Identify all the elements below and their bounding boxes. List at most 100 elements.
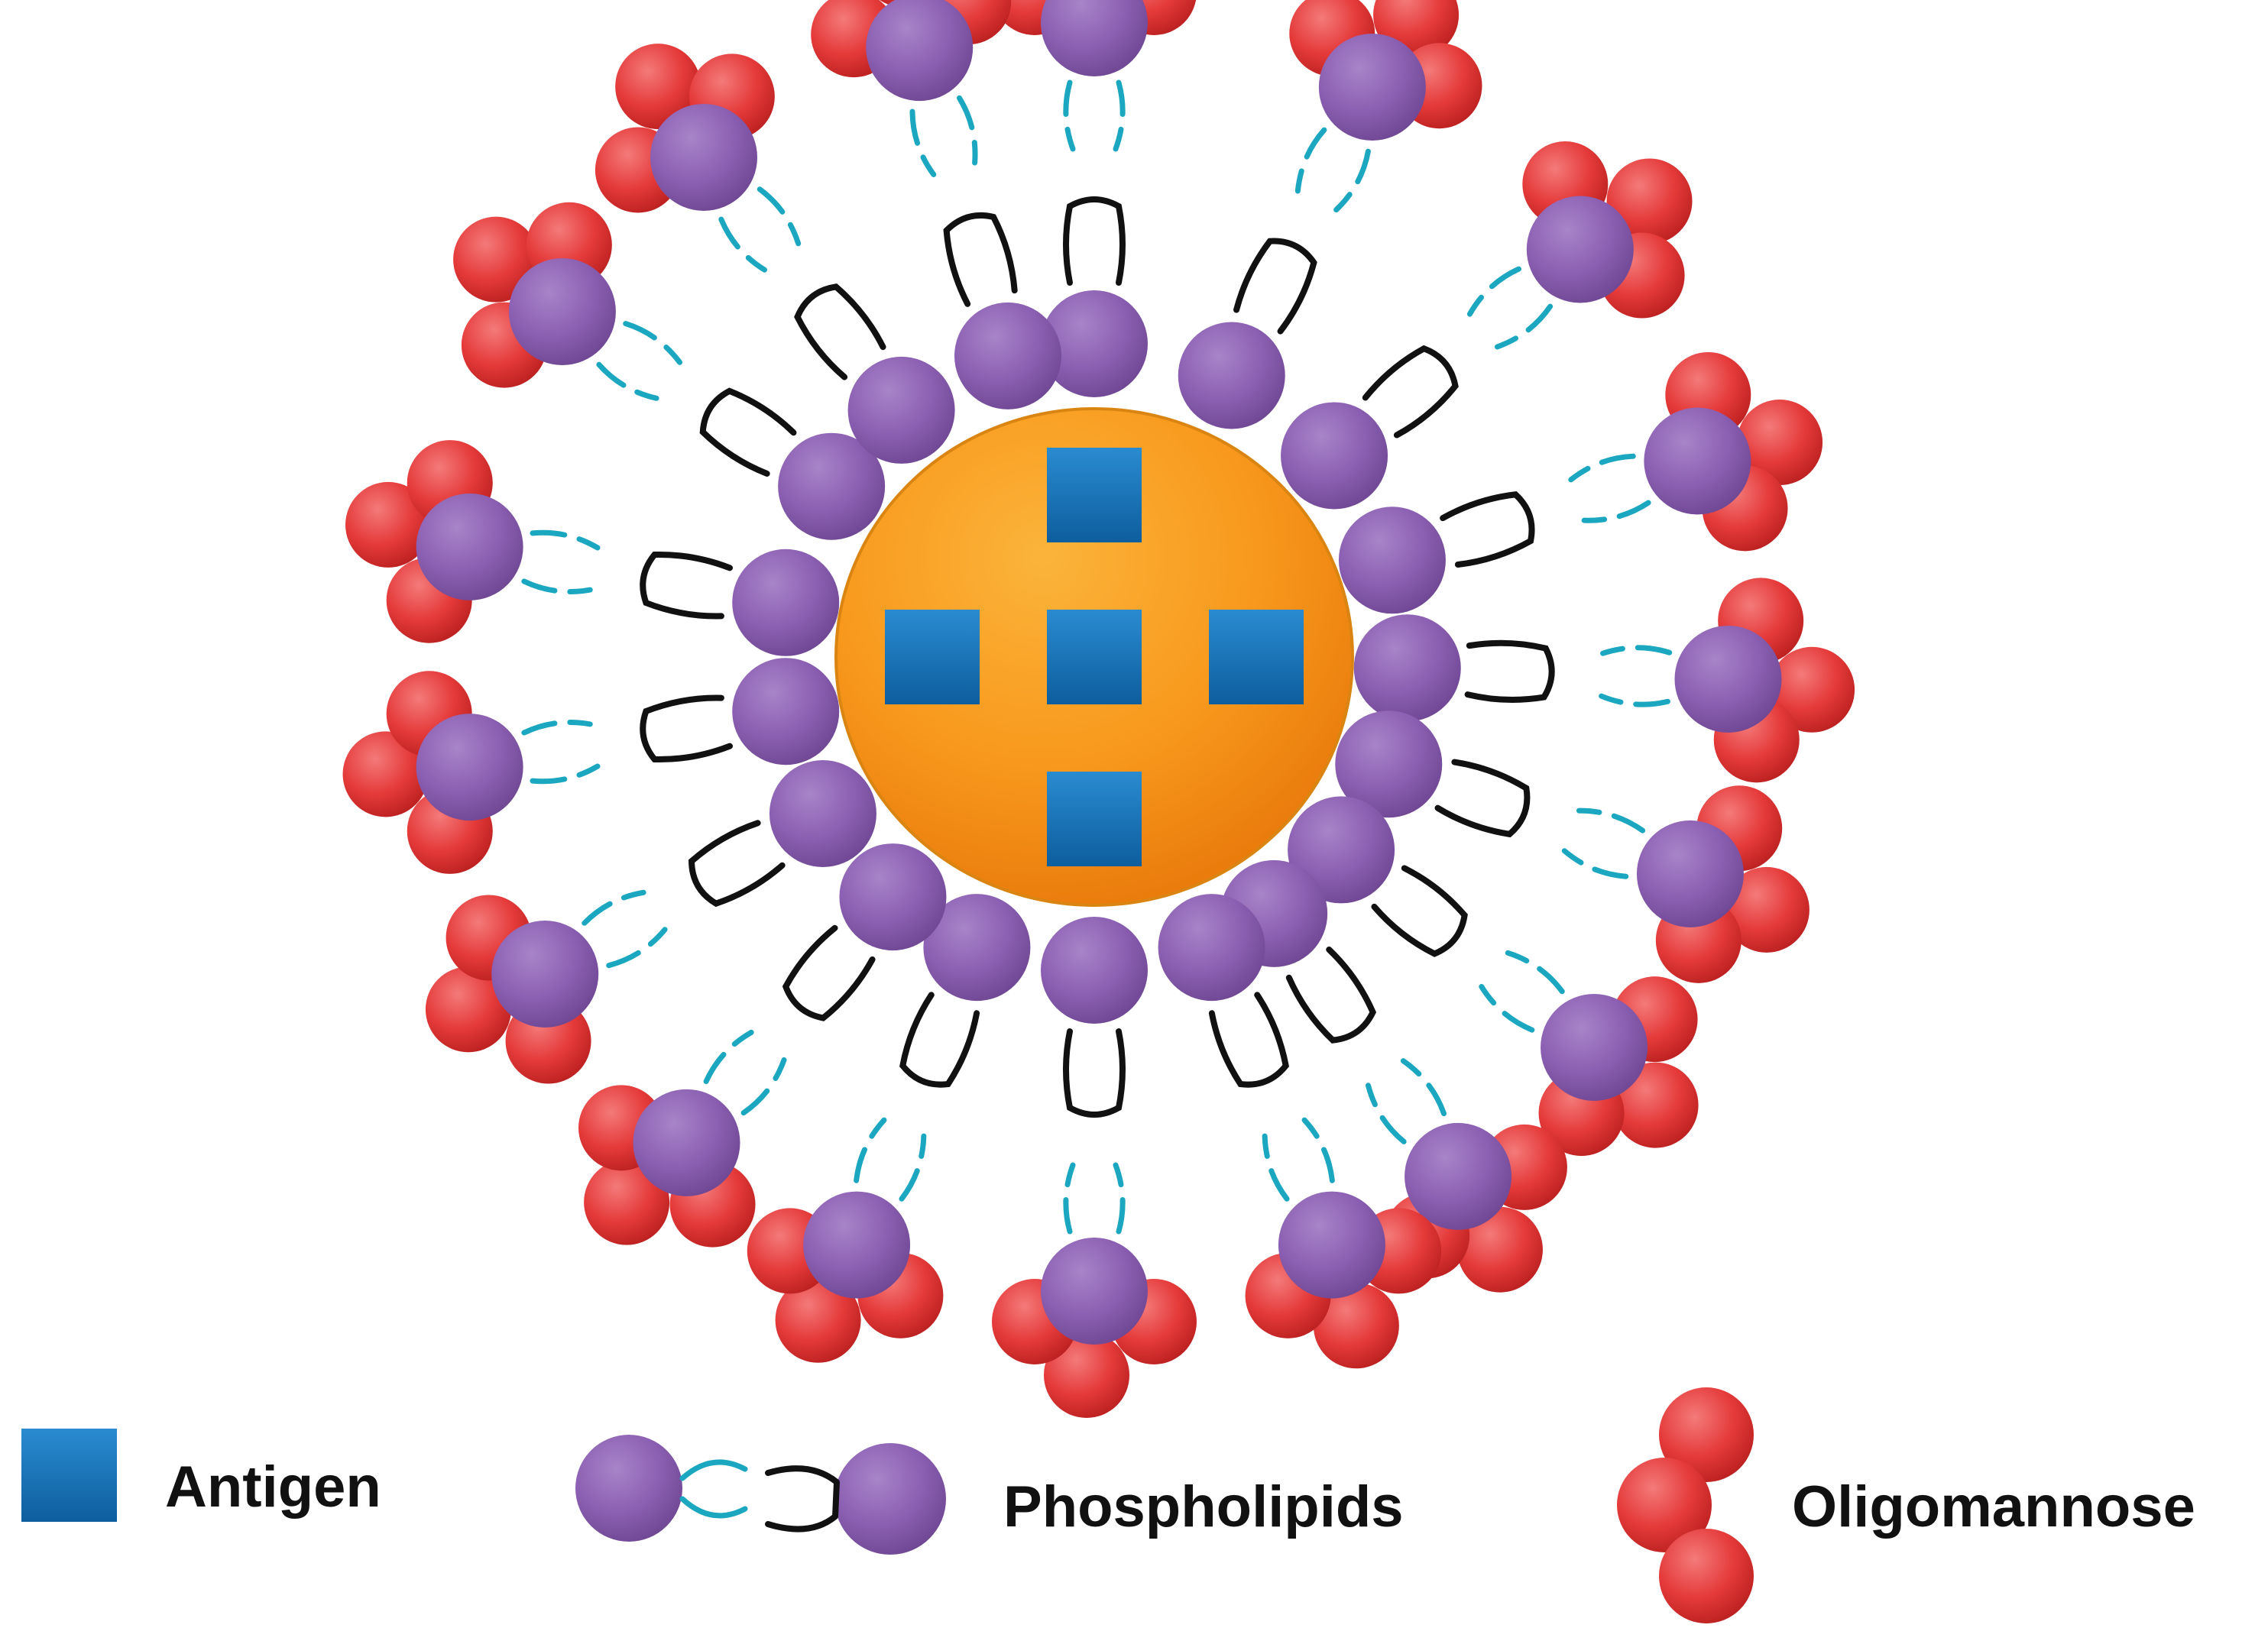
- inner-lipid-head: [732, 658, 840, 765]
- outer-lipid-head: [508, 257, 616, 365]
- inner-lipid-tail: [640, 694, 734, 763]
- phospholipid-arm: [747, 894, 1031, 1363]
- phospholipid-arm: [1335, 710, 1810, 983]
- outer-lipid-tail: [740, 1057, 787, 1116]
- outer-lipid-tail: [530, 763, 601, 785]
- outer-lipid-head: [633, 1089, 740, 1196]
- outer-lipid-tail: [521, 719, 593, 736]
- antigen: [1047, 772, 1142, 866]
- inner-lipid-head: [1338, 507, 1446, 614]
- inner-lipid-tail: [1233, 238, 1317, 335]
- inner-lipid-tail: [1063, 1028, 1126, 1118]
- legend-tail-outer-bottom: [679, 1496, 748, 1519]
- antigen: [1047, 448, 1142, 542]
- legend-oligomannose-icon: [1617, 1387, 1754, 1623]
- outer-lipid-tail: [1063, 1162, 1076, 1235]
- inner-lipid-tail: [943, 212, 1018, 307]
- outer-lipid-tail: [718, 216, 768, 273]
- outer-lipid-head: [1278, 1191, 1385, 1299]
- inner-lipid-head: [1335, 710, 1443, 818]
- outer-lipid-head: [1541, 993, 1648, 1101]
- phospholipid-arm: [1281, 141, 1693, 510]
- outer-lipid-tail: [909, 108, 937, 177]
- oligomannose-unit: [1606, 158, 1693, 244]
- oligomannose-unit: [584, 1159, 670, 1245]
- phospholipid-arm: [595, 44, 955, 464]
- oligomannose-unit: [1723, 866, 1810, 953]
- legend-lipid-head-right: [834, 1443, 946, 1555]
- oligomannose-unit: [453, 216, 539, 303]
- inner-lipid-tail: [688, 820, 786, 908]
- legend-phospholipid-icon: [575, 1435, 946, 1555]
- inner-lipid-head: [778, 432, 886, 540]
- outer-lipid-tail: [606, 927, 668, 969]
- inner-lipid-tail: [1362, 345, 1459, 439]
- outer-lipid-tail: [1568, 453, 1636, 483]
- inner-lipid-head: [1041, 290, 1148, 397]
- inner-lipid-head: [1288, 796, 1395, 904]
- outer-lipid-tail: [1063, 79, 1076, 152]
- legend-tail-inner: [765, 1465, 840, 1533]
- outer-lipid-tail: [530, 529, 601, 551]
- inner-lipid-tail: [699, 387, 797, 477]
- outer-lipid-tail: [899, 1133, 927, 1202]
- inner-lipid-head: [1353, 614, 1461, 722]
- outer-lipid-tail: [703, 1029, 754, 1084]
- phospholipid-arm: [342, 658, 840, 874]
- outer-lipid-tail: [1301, 1117, 1335, 1183]
- outer-lipid-tail: [1599, 693, 1670, 707]
- phospholipid-arm: [453, 202, 886, 540]
- outer-lipid-tail: [1561, 848, 1629, 879]
- phospholipid-arm: [1178, 0, 1482, 429]
- legend-mannose-left: [1617, 1458, 1712, 1552]
- legend-mannose-top: [1659, 1387, 1754, 1482]
- oligomannose-unit: [1769, 646, 1855, 733]
- oligomannose-unit: [775, 1277, 861, 1363]
- phospholipid-arm: [345, 440, 840, 656]
- oligomannose-unit: [425, 966, 511, 1053]
- outer-lipid-head: [1636, 820, 1744, 927]
- oligomannose-unit: [1044, 1332, 1129, 1418]
- phospholipid-arm: [1288, 796, 1699, 1157]
- inner-lipid-head: [1281, 402, 1388, 510]
- outer-lipid-tail: [596, 361, 659, 401]
- legend-phospholipids-label: Phospholipids: [1003, 1474, 1404, 1539]
- inner-lipid-tail: [1285, 947, 1377, 1044]
- inner-lipid-tail: [1464, 639, 1555, 703]
- outer-lipid-tail: [623, 321, 683, 365]
- inner-lipid-head: [847, 356, 955, 464]
- outer-lipid-tail: [1479, 983, 1535, 1033]
- outer-lipid-tail: [757, 186, 802, 247]
- outer-lipid-tail: [1113, 1162, 1126, 1235]
- inner-lipid-head: [923, 894, 1031, 1002]
- outer-lipid-tail: [1365, 1083, 1407, 1144]
- legend-lipid-head-left: [575, 1435, 682, 1542]
- inner-lipid-tail: [1440, 491, 1535, 568]
- inner-lipid-tail: [899, 992, 980, 1088]
- phospholipid-arm: [992, 917, 1197, 1418]
- inner-lipid-tail: [1434, 759, 1531, 838]
- outer-lipid-tail: [1600, 645, 1673, 656]
- outer-lipid-tail: [1581, 500, 1651, 523]
- outer-lipid-head: [1674, 625, 1782, 733]
- legend-oligomannose-label: Oligomannose: [1792, 1474, 2195, 1539]
- inner-lipid-head: [1178, 322, 1285, 429]
- phospholipid-arm: [1338, 351, 1823, 614]
- inner-lipid-head: [732, 549, 840, 656]
- outer-lipid-tail: [1400, 1058, 1447, 1117]
- outer-lipid-head: [1041, 0, 1148, 76]
- outer-lipid-tail: [1262, 1133, 1290, 1202]
- outer-lipid-tail: [1505, 950, 1565, 995]
- phospholipid-arms: [342, 0, 1855, 1418]
- inner-lipid-tail: [1371, 865, 1468, 957]
- inner-lipid-tail: [640, 551, 734, 620]
- outer-lipid-head: [1405, 1122, 1512, 1230]
- oligomannose-unit: [1612, 1062, 1699, 1148]
- outer-lipid-head: [491, 921, 599, 1028]
- antigen: [1047, 610, 1142, 704]
- outer-lipid-head: [1644, 407, 1751, 515]
- inner-lipid-head: [954, 302, 1061, 409]
- outer-lipid-tail: [521, 578, 593, 595]
- outer-lipid-tail: [582, 889, 646, 926]
